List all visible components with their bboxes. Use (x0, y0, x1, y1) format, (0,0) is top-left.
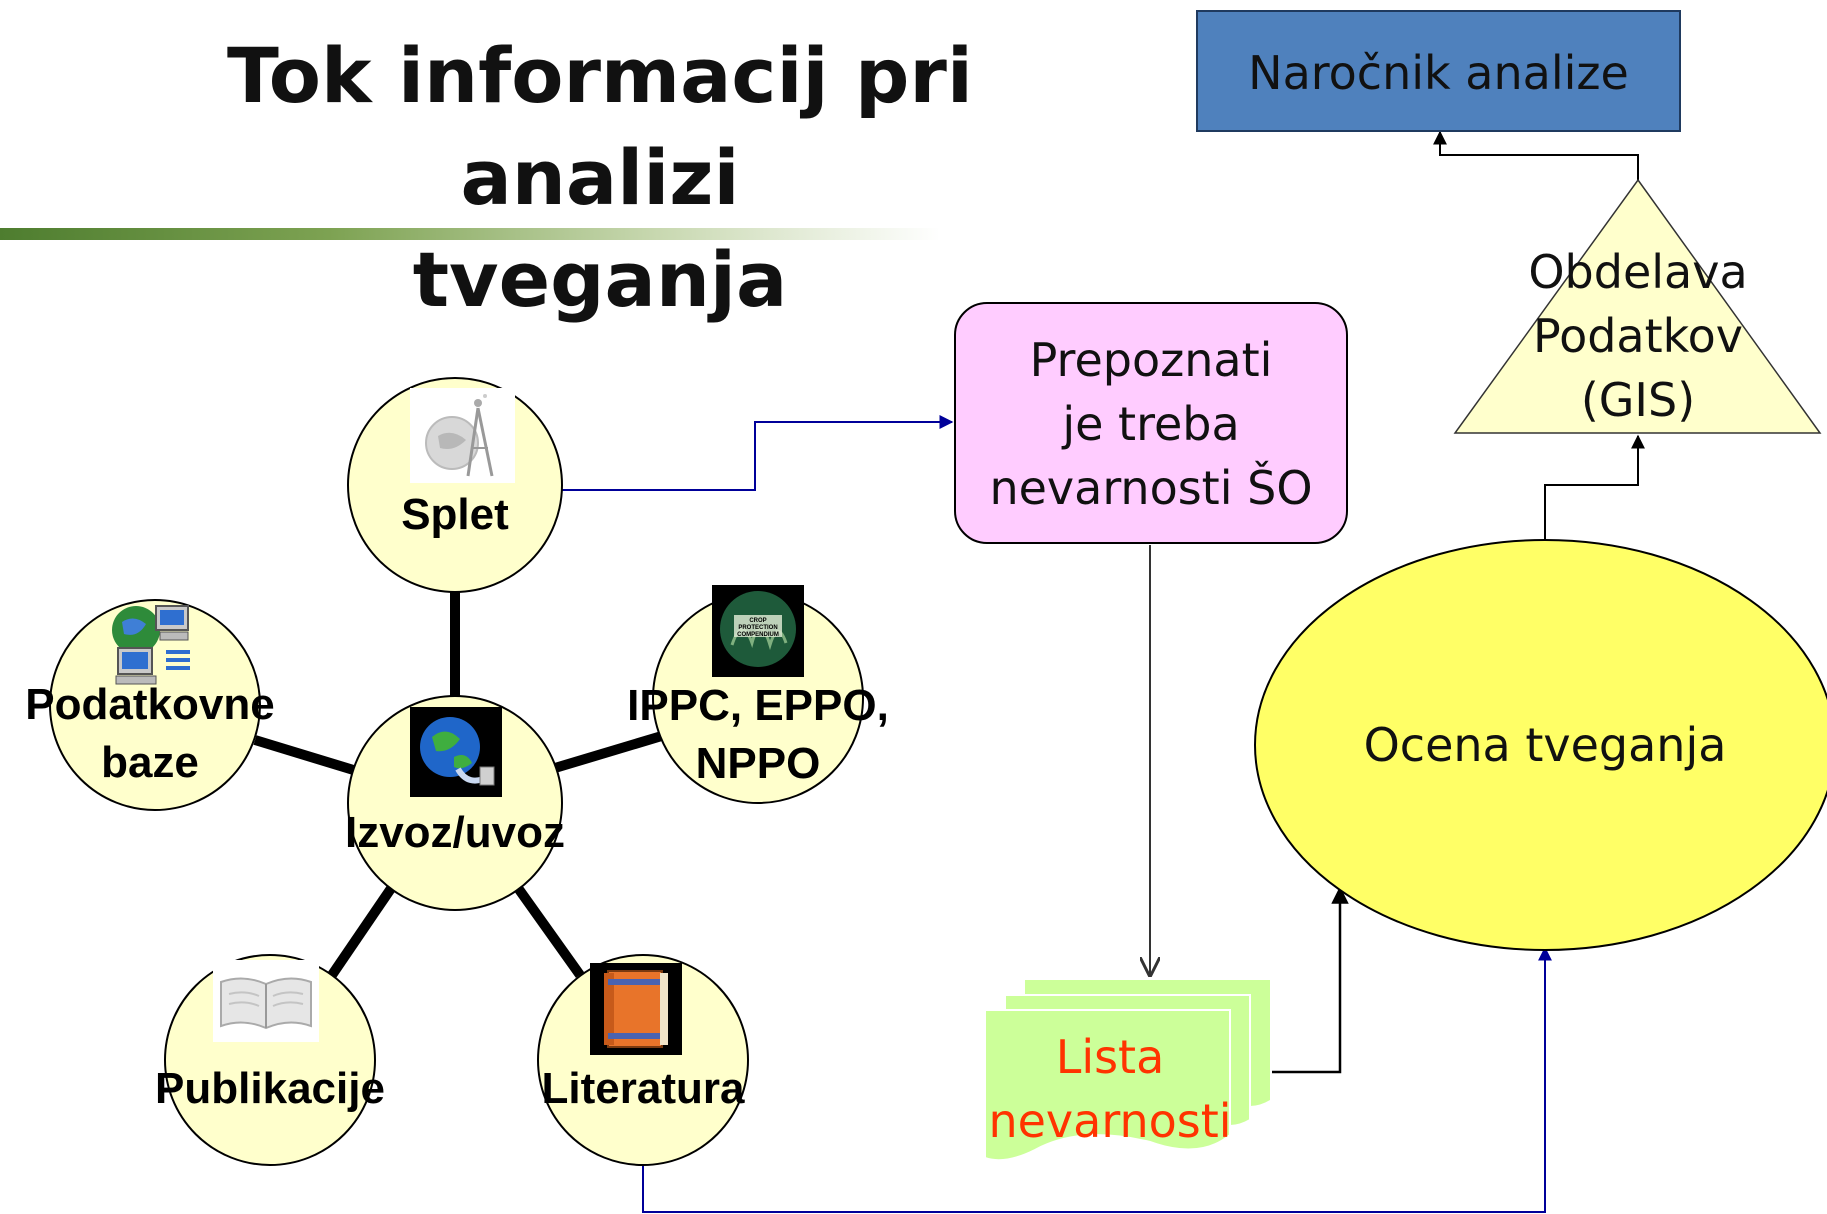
globe-network-icon (410, 707, 502, 797)
spoke-podatkovne-baze (253, 735, 362, 777)
hub-node (347, 695, 563, 911)
svg-text:CROP: CROP (749, 618, 766, 624)
prepoznati-box (954, 302, 1348, 544)
obdelava-triangle (1453, 178, 1822, 434)
spoke-literatura (513, 885, 585, 978)
spoke-publikacije (327, 884, 397, 978)
ocena-ellipse (1254, 539, 1827, 951)
connector-splet-to-prepoznati (560, 415, 954, 491)
open-book-icon (213, 960, 319, 1042)
svg-text:COMPENDIUM: COMPENDIUM (737, 632, 779, 638)
podatkovne-baze-node (49, 599, 261, 811)
closed-book-icon (590, 963, 682, 1055)
hub-spokes (253, 590, 667, 978)
connector-ocena-to-obdelava (1544, 434, 1645, 540)
lista-page-front (984, 1009, 1231, 1162)
connector-obdelava-to-narocnik (1433, 130, 1639, 180)
title-underline (0, 228, 940, 240)
narocnik-box (1196, 10, 1681, 132)
satellite-antenna-icon (410, 388, 515, 483)
crop-protection-compendium-icon: CROP PROTECTION COMPENDIUM (712, 585, 804, 677)
connector-lista-to-ocena (1272, 886, 1349, 1074)
connector-literatura-to-ocena (642, 946, 1552, 1213)
networked-computers-icon (108, 600, 200, 690)
lista-document-stack (984, 980, 1270, 1162)
svg-text:PROTECTION: PROTECTION (738, 625, 777, 631)
spoke-ippc (553, 730, 667, 773)
page-title: Tok informacij pri analizi tveganja (100, 25, 1100, 331)
title-line-1: Tok informacij pri analizi (227, 31, 973, 222)
title-line-2: tveganja (412, 235, 788, 324)
